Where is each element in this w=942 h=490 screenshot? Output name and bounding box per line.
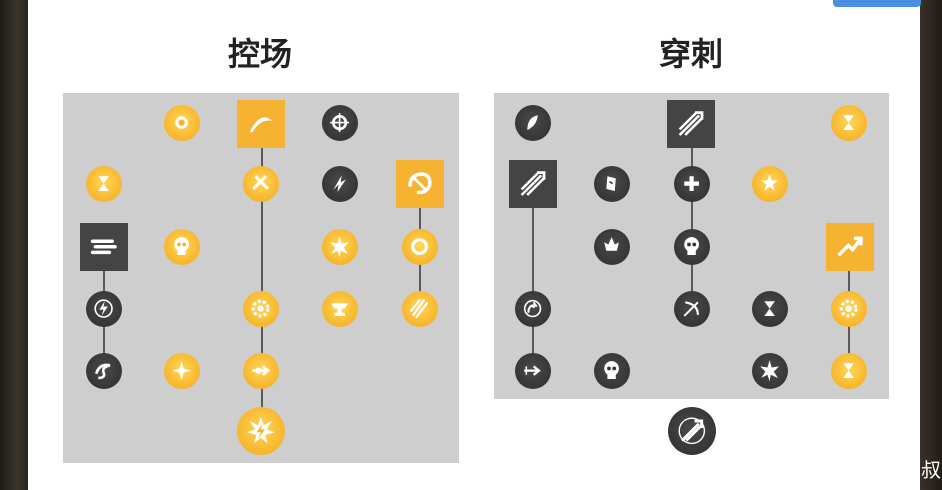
rune-stone-icon[interactable] [594, 166, 630, 202]
spiked-burst-icon[interactable] [322, 229, 358, 265]
leaping-arrow-icon[interactable] [826, 223, 874, 271]
gear-glyph [840, 300, 858, 318]
anvil-glyph [331, 303, 349, 317]
connector-line [261, 140, 263, 435]
rune-stone-glyph [606, 176, 617, 192]
swirl-glyph [408, 172, 432, 195]
arrow-wind-glyph [524, 365, 542, 377]
gear-flame-icon[interactable] [831, 291, 867, 327]
spiked-glyph [330, 236, 350, 258]
skull-icon[interactable] [164, 229, 200, 265]
skull-icon[interactable] [674, 229, 710, 265]
skull-glyph [684, 237, 700, 256]
bow-arrow-icon[interactable] [674, 291, 710, 327]
control-tree-title: 控场 [227, 36, 292, 72]
background-left [0, 0, 28, 490]
connector-line [691, 140, 693, 308]
hourglass-icon[interactable] [86, 166, 122, 202]
triple-arrow-glyph [678, 111, 704, 137]
spiral-arrow-icon[interactable] [515, 291, 551, 327]
triple-arrow-icon[interactable] [509, 160, 557, 208]
hourglass-glyph [764, 301, 776, 317]
hourglass-icon[interactable] [752, 291, 788, 327]
claw-slash-icon[interactable] [402, 291, 438, 327]
spark-icon[interactable] [164, 353, 200, 389]
burst-rune-icon[interactable] [164, 105, 200, 141]
pierce-tree-title: 穿刺 [658, 36, 723, 72]
arrow-wind-icon[interactable] [515, 353, 551, 389]
star-burst-icon[interactable] [752, 166, 788, 202]
vortex-icon[interactable] [86, 353, 122, 389]
flame-spike-glyph [604, 237, 620, 252]
feather-glyph [527, 115, 539, 131]
triple-arrow-icon[interactable] [667, 100, 715, 148]
dash-glyph [333, 175, 347, 193]
skull-icon[interactable] [594, 353, 630, 389]
background-right [920, 0, 942, 490]
lightning-burst-icon[interactable] [237, 407, 285, 455]
crescent-strike-icon[interactable] [237, 100, 285, 148]
lightning-burst-glyph [247, 417, 275, 444]
corner-text: 叔 [921, 460, 941, 482]
hourglass-glyph [843, 363, 855, 379]
skull-glyph [604, 361, 620, 380]
claw-glyph [410, 299, 429, 319]
hourglass-icon[interactable] [831, 105, 867, 141]
spark-glyph [172, 361, 192, 381]
anvil-icon[interactable] [322, 291, 358, 327]
lightning-glyph [94, 299, 114, 319]
lightning-orb-icon[interactable] [86, 291, 122, 327]
top-action-button[interactable] [833, 0, 921, 7]
arrow-volley-glyph [678, 417, 706, 445]
whirlwind-glyph [91, 239, 117, 255]
arrow-volley-icon[interactable] [668, 407, 716, 455]
ring-glyph [411, 238, 429, 256]
bow-arrow-glyph [683, 301, 700, 318]
feather-icon[interactable] [515, 105, 551, 141]
crescent-glyph [249, 117, 273, 133]
arrow-burst-glyph [252, 365, 271, 377]
hourglass-glyph [843, 115, 855, 131]
skull-glyph [174, 237, 190, 256]
arrow-burst-icon[interactable] [243, 353, 279, 389]
shatter-glyph [330, 113, 350, 133]
star-burst-glyph [761, 174, 779, 192]
cross-plus-glyph [684, 176, 700, 192]
crossed-blades-icon[interactable] [243, 166, 279, 202]
whirlwind-icon[interactable] [80, 223, 128, 271]
dash-strike-icon[interactable] [322, 166, 358, 202]
shatter-ring-icon[interactable] [322, 105, 358, 141]
gear-flame-icon[interactable] [243, 291, 279, 327]
triple-arrow-glyph [520, 171, 546, 197]
burst-rune-glyph [175, 116, 189, 130]
swirl-slash-icon[interactable] [396, 160, 444, 208]
ring-icon[interactable] [402, 229, 438, 265]
hourglass-icon[interactable] [831, 353, 867, 389]
spiked-burst-icon[interactable] [752, 353, 788, 389]
cross-plus-icon[interactable] [674, 166, 710, 202]
blades-glyph [252, 175, 270, 191]
spiral-arrow-glyph [524, 300, 542, 318]
vortex-glyph [95, 364, 111, 380]
gear-glyph [252, 300, 270, 318]
spiked-glyph [760, 360, 780, 382]
leaping-arrow-glyph [837, 236, 863, 257]
flame-spike-icon[interactable] [594, 229, 630, 265]
hourglass-glyph [98, 176, 110, 192]
connector-line [532, 200, 534, 372]
